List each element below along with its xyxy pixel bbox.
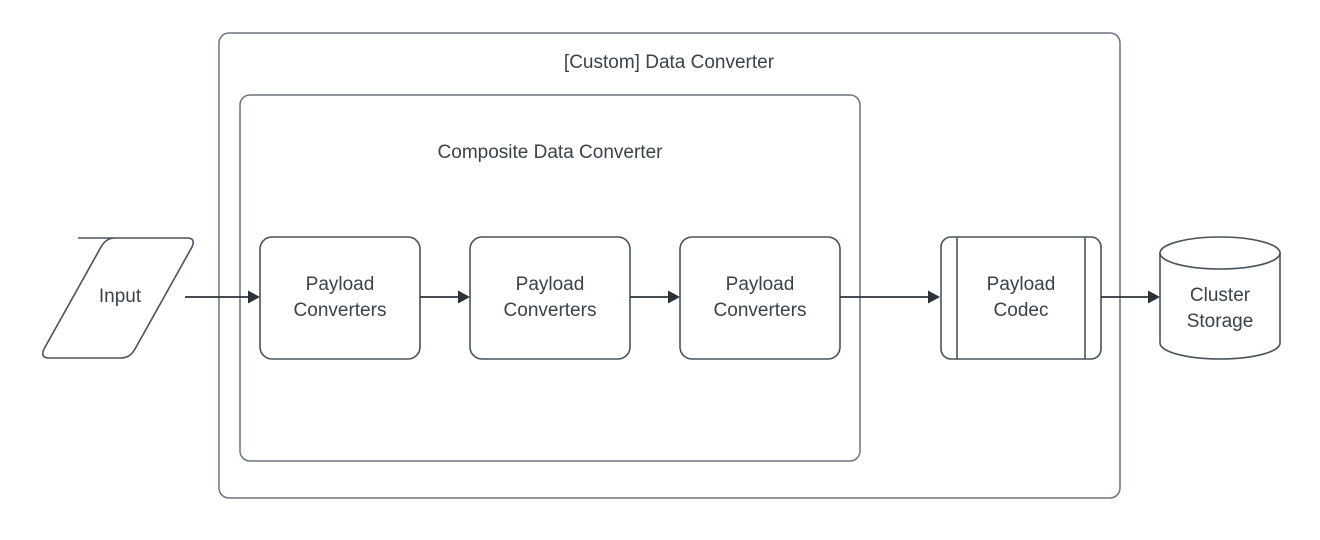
payload-codec-label-line2: Codec — [994, 300, 1049, 321]
edge-payload-converters-3-to-codec — [840, 290, 940, 304]
edge-codec-to-cluster-storage — [1101, 290, 1160, 304]
payload-converters-2-box — [469, 236, 631, 360]
input-label: Input — [99, 286, 142, 307]
input-parallelogram — [42, 237, 194, 359]
outer-container-label: [Custom] Data Converter — [564, 52, 775, 73]
payload-converters-1-label-line1: Payload — [306, 274, 375, 295]
payload-codec-box — [940, 236, 1102, 360]
cluster-storage-label-line1: Cluster — [1190, 285, 1251, 306]
payload-converters-2-label-line1: Payload — [516, 274, 585, 295]
node-payload-converters-1[interactable]: Payload Converters — [259, 236, 421, 360]
inner-container-label: Composite Data Converter — [438, 142, 664, 163]
node-input[interactable]: Input — [42, 237, 194, 359]
cluster-storage-label-line2: Storage — [1187, 311, 1254, 332]
payload-converters-1-label-line2: Converters — [294, 300, 387, 321]
payload-converters-1-box — [259, 236, 421, 360]
edge-input-to-payload-converters-1 — [185, 290, 260, 304]
edge-pc2-to-pc3-arrowhead — [668, 290, 680, 304]
node-payload-codec[interactable]: Payload Codec — [940, 236, 1102, 360]
edge-codec-to-storage-arrowhead — [1148, 290, 1160, 304]
edge-pc3-to-codec-arrowhead — [928, 290, 940, 304]
cluster-storage-cylinder-body — [1159, 252, 1281, 360]
edge-pc1-to-pc2-arrowhead — [458, 290, 470, 304]
payload-converters-3-box — [679, 236, 841, 360]
edge-input-to-pc1-arrowhead — [248, 290, 260, 304]
payload-converters-3-label-line2: Converters — [714, 300, 807, 321]
edge-payload-converters-1-to-2 — [420, 290, 470, 304]
cluster-storage-cylinder-top — [1159, 236, 1281, 270]
node-cluster-storage[interactable]: Cluster Storage — [1159, 236, 1281, 360]
edge-payload-converters-2-to-3 — [630, 290, 680, 304]
node-payload-converters-2[interactable]: Payload Converters — [469, 236, 631, 360]
payload-converters-3-label-line1: Payload — [726, 274, 795, 295]
node-payload-converters-3[interactable]: Payload Converters — [679, 236, 841, 360]
payload-converters-2-label-line2: Converters — [504, 300, 597, 321]
payload-codec-label-line1: Payload — [987, 274, 1056, 295]
